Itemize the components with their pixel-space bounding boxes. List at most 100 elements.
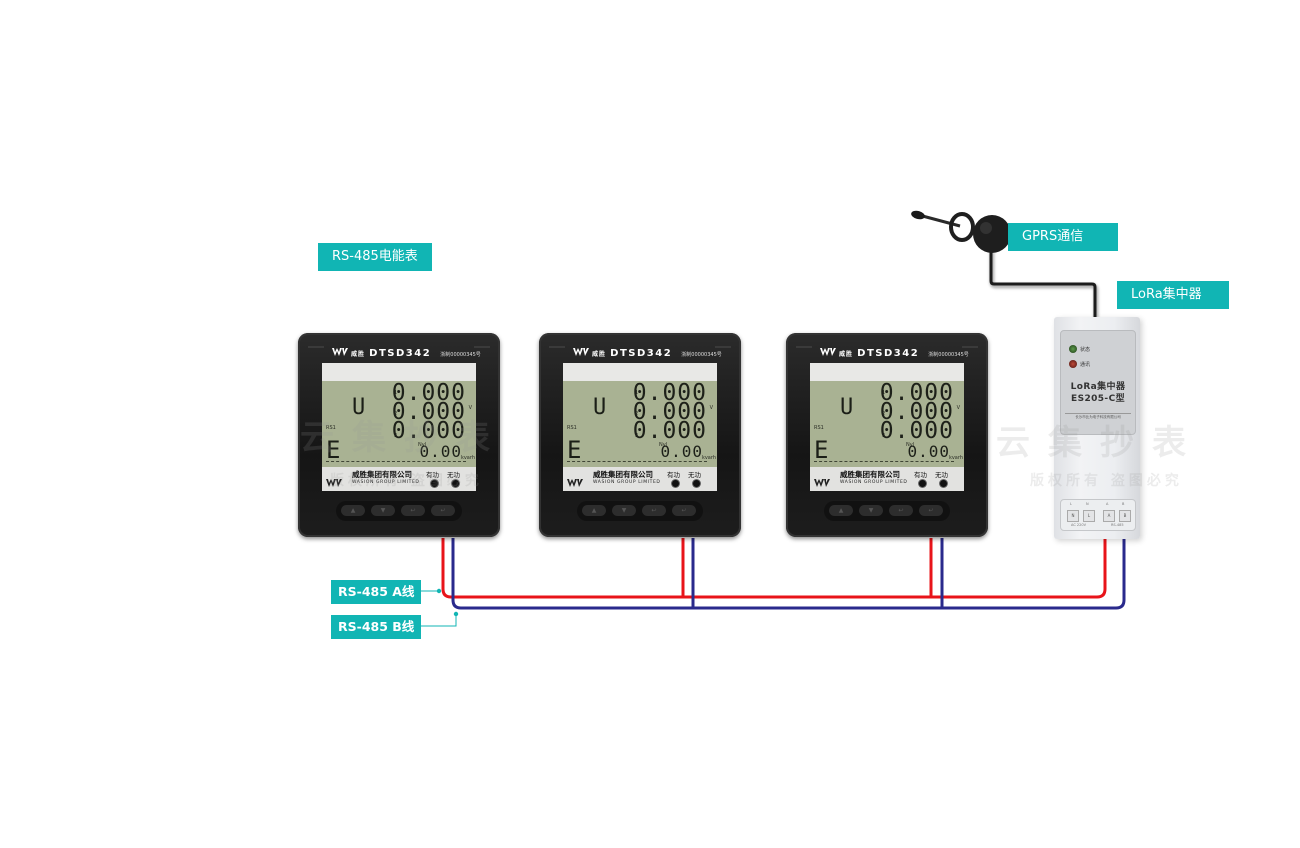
comm-led-label: 通讯 — [1080, 362, 1091, 368]
lcd-row-value: 0.000 — [632, 381, 707, 406]
terminal-label: L — [1070, 502, 1072, 506]
lcd-side-label: RS1 — [567, 425, 577, 431]
back-button[interactable]: ↩ — [642, 505, 666, 516]
label-wire-a: RS-485 A线 — [331, 580, 422, 604]
lcd-display: U E RS1 1 2 3 0.000 0.000 0.000 V Nvl 0.… — [563, 381, 717, 467]
terminal-block: L N A B N L A B AC 220V RS-485 — [1060, 499, 1136, 531]
lcd-row-value: 0.000 — [879, 381, 954, 406]
company-name-cn: 威胜集团有限公司 — [840, 470, 900, 479]
label-rs485-meters: RS-485电能表 — [318, 243, 432, 271]
meter-panel: 威胜集团有限公司 WASION GROUP LIMITED 有功 无功 — [810, 467, 964, 491]
enter-button[interactable]: ↵ — [672, 505, 696, 516]
lcd-unit-v: V — [709, 405, 713, 411]
down-button[interactable]: ▼ — [612, 505, 636, 516]
brand-name: 威胜 — [592, 351, 607, 358]
lcd-row-value: 0.000 — [391, 399, 466, 425]
lcd-row-label: 3 — [394, 433, 398, 439]
lcd-unit-v: V — [468, 405, 472, 411]
status-led-label: 状态 — [1080, 347, 1091, 353]
gprs-antenna-icon — [911, 210, 1011, 253]
wasion-logo-icon — [820, 347, 836, 357]
lcd-symbol-u: U — [352, 395, 366, 420]
terminal-group-ac: AC 220V — [1071, 523, 1086, 527]
meter-model: DTSD342 — [857, 348, 920, 359]
rs485-b-wire — [451, 536, 1126, 610]
enter-button[interactable]: ↵ — [919, 505, 943, 516]
wasion-logo-icon — [332, 347, 348, 357]
wasion-logo-icon — [573, 347, 589, 357]
antenna-cable — [989, 250, 1097, 318]
lcd-symbol-e: E — [814, 436, 829, 464]
energy-meter: 威胜 DTSD342 浙制00000345号 U E RS1 1 2 3 0.0… — [298, 333, 500, 537]
lcd-var-label: Nvl — [659, 442, 668, 448]
reactive-power-led-icon — [693, 480, 700, 487]
label-lora-concentrator: LoRa集中器 — [1117, 281, 1229, 309]
reactive-power-label: 无功 — [447, 471, 460, 479]
lcd-row-label: 2 — [394, 411, 398, 417]
lcd-row-label: 1 — [882, 390, 886, 396]
active-power-label: 有功 — [426, 471, 439, 479]
meter-brand: 威胜 DTSD342 浙制00000345号 — [332, 347, 481, 359]
lcd-energy-value: 0.00 — [419, 442, 462, 461]
terminal-label: N — [1086, 502, 1089, 506]
down-button[interactable]: ▼ — [859, 505, 883, 516]
lcd-side-label: RS1 — [814, 425, 824, 431]
reactive-power-label: 无功 — [688, 471, 701, 479]
lcd-symbol-u: U — [593, 395, 607, 420]
meter-cert: 浙制00000345号 — [928, 352, 969, 358]
down-button[interactable]: ▼ — [371, 505, 395, 516]
reactive-power-led-icon — [452, 480, 459, 487]
lcd-display: U E RS1 1 2 3 0.000 0.000 0.000 V Nvl 0.… — [810, 381, 964, 467]
back-button[interactable]: ↩ — [889, 505, 913, 516]
brand-name: 威胜 — [351, 351, 366, 358]
lcd-symbol-e: E — [326, 436, 341, 464]
lcd-row-value: 0.000 — [879, 418, 954, 444]
lcd-row-value: 0.000 — [391, 381, 466, 406]
concentrator-face: 状态 通讯 LoRa集中器 ES205-C型 长沙市比为电子科技有限公司 — [1060, 330, 1136, 435]
lcd-row-label: 1 — [394, 390, 398, 396]
reactive-power-led-icon — [940, 480, 947, 487]
enter-button[interactable]: ↵ — [431, 505, 455, 516]
meter-model: DTSD342 — [610, 348, 673, 359]
active-power-led-icon — [431, 480, 438, 487]
company-name-en: WASION GROUP LIMITED — [840, 480, 908, 485]
meter-brand: 威胜 DTSD342 浙制00000345号 — [573, 347, 722, 359]
lcd-unit-e: kvarh — [460, 455, 475, 461]
active-power-led-icon — [672, 480, 679, 487]
label-wire-b: RS-485 B线 — [331, 615, 422, 639]
lcd-row-label: 3 — [882, 433, 886, 439]
concentrator-title: LoRa集中器 — [1070, 382, 1126, 392]
meter-cert: 浙制00000345号 — [681, 352, 722, 358]
terminal-label: B — [1122, 502, 1125, 506]
lcd-tick-bar — [326, 461, 466, 465]
up-button[interactable]: ▲ — [341, 505, 365, 516]
terminal-a: A — [1103, 510, 1115, 522]
terminal-group-rs485: RS-485 — [1111, 523, 1124, 527]
meter-model: DTSD342 — [369, 348, 432, 359]
wire-b-leader — [415, 611, 459, 627]
company-name-en: WASION GROUP LIMITED — [593, 480, 661, 485]
company-name-cn: 威胜集团有限公司 — [593, 470, 653, 479]
lcd-unit-v: V — [956, 405, 960, 411]
lcd-symbol-e: E — [567, 436, 582, 464]
status-led-icon — [1069, 345, 1077, 353]
back-button[interactable]: ↩ — [401, 505, 425, 516]
meter-panel: 威胜集团有限公司 WASION GROUP LIMITED 有功 无功 — [563, 467, 717, 491]
up-button[interactable]: ▲ — [829, 505, 853, 516]
reactive-power-label: 无功 — [935, 471, 948, 479]
company-name-en: WASION GROUP LIMITED — [352, 480, 420, 485]
meter-button-row: ▲ ▼ ↩ ↵ — [336, 501, 462, 521]
lcd-row-label: 1 — [635, 390, 639, 396]
lcd-tick-bar — [814, 461, 954, 465]
energy-meter: 威胜 DTSD342 浙制00000345号 U E RS1 1 2 3 0.0… — [786, 333, 988, 537]
lcd-row-label: 2 — [882, 411, 886, 417]
lcd-top-strip — [322, 363, 476, 381]
up-button[interactable]: ▲ — [582, 505, 606, 516]
label-gprs: GPRS通信 — [1008, 223, 1118, 251]
wasion-logo-icon — [814, 473, 830, 487]
wasion-logo-icon — [326, 473, 342, 487]
brand-name: 威胜 — [839, 351, 854, 358]
lcd-top-strip — [563, 363, 717, 381]
lcd-unit-e: kvarh — [701, 455, 716, 461]
